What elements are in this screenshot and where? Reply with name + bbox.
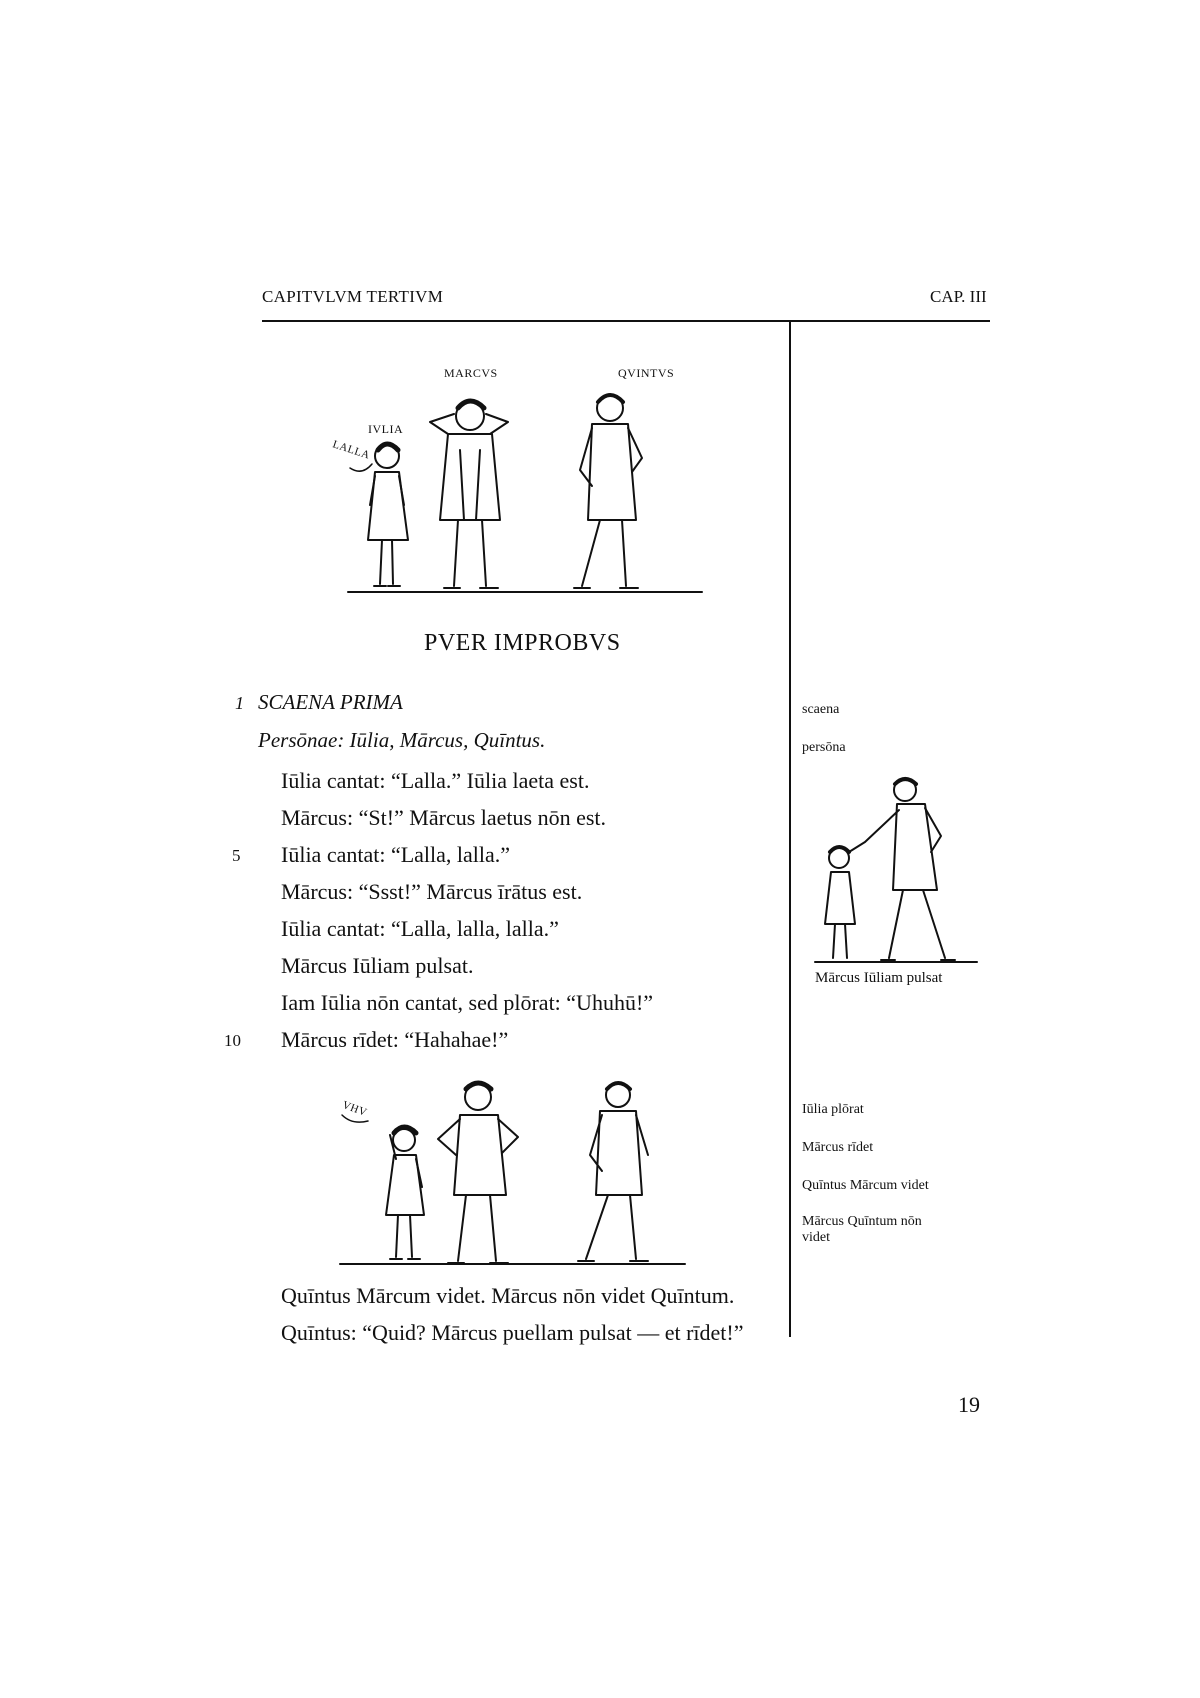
iulia-figure [349,441,409,587]
text-line: Iūlia cantat: “Lalla.” Iūlia laeta est. [281,768,590,793]
text-line: Quīntus: “Quid? Mārcus puellam pulsat — … [281,1320,744,1345]
illustration-middle: VHV [320,1075,700,1270]
page-number: 19 [958,1392,980,1417]
story-title: PVER IMPROBVS [424,630,621,656]
text-line: Quīntus Mārcum videt. Mārcus nōn videt Q… [281,1283,735,1308]
text-line: Iūlia cantat: “Lalla, lalla, lalla.” [281,916,559,941]
quintus-figure [573,393,643,589]
margin-note-scaena: scaena [802,702,840,717]
scene-number: 1 [235,693,244,713]
margin-note-persona: persōna [802,740,846,755]
text-line: Mārcus rīdet: “Hahahae!” [281,1027,509,1052]
margin-note-iulia-plorat: Iūlia plōrat [802,1102,864,1117]
text-line: Mārcus Iūliam pulsat. [281,953,474,978]
personae-line: Persōnae: Iūlia, Mārcus, Quīntus. [258,728,546,752]
illustration-top: MARCVS QVINTVS IVLIA LALLA [330,360,730,600]
marcus-figure [429,398,509,589]
line-number: 5 [232,846,241,865]
margin-note-marcus-quintum-non-videt: Mārcus Quīntum nōn videt [802,1214,922,1245]
text-line: Iam Iūlia nōn cantat, sed plōrat: “Uhuhū… [281,990,654,1015]
line-number: 10 [224,1031,241,1050]
running-header-chapter: CAP. III [930,287,987,306]
margin-note-quintus-marcum-videt: Quīntus Mārcum videt [802,1178,929,1193]
column-rule [789,322,791,1337]
illustration-margin [805,772,985,972]
header-rule [262,320,990,322]
label-iulia: IVLIA [368,422,404,436]
marcus-laughing-figure [437,1080,519,1264]
text-line: Iūlia cantat: “Lalla, lalla.” [281,842,511,867]
text-line: Mārcus: “Ssst!” Mārcus īrātus est. [281,879,583,904]
iulia-crying-figure [385,1124,425,1260]
label-marcus: MARCVS [444,366,498,380]
margin-note-marcus-ridet: Mārcus rīdet [802,1140,874,1155]
quintus-watching-figure [577,1081,649,1262]
text-line: Mārcus: “St!” Mārcus laetus nōn est. [281,805,607,830]
margin-figure-caption: Mārcus Iūliam pulsat [815,970,943,986]
label-quintus: QVINTVS [618,366,675,380]
scene-title: SCAENA PRIMA [258,690,403,714]
running-header-title: CAPITVLVM TERTIVM [262,287,444,306]
